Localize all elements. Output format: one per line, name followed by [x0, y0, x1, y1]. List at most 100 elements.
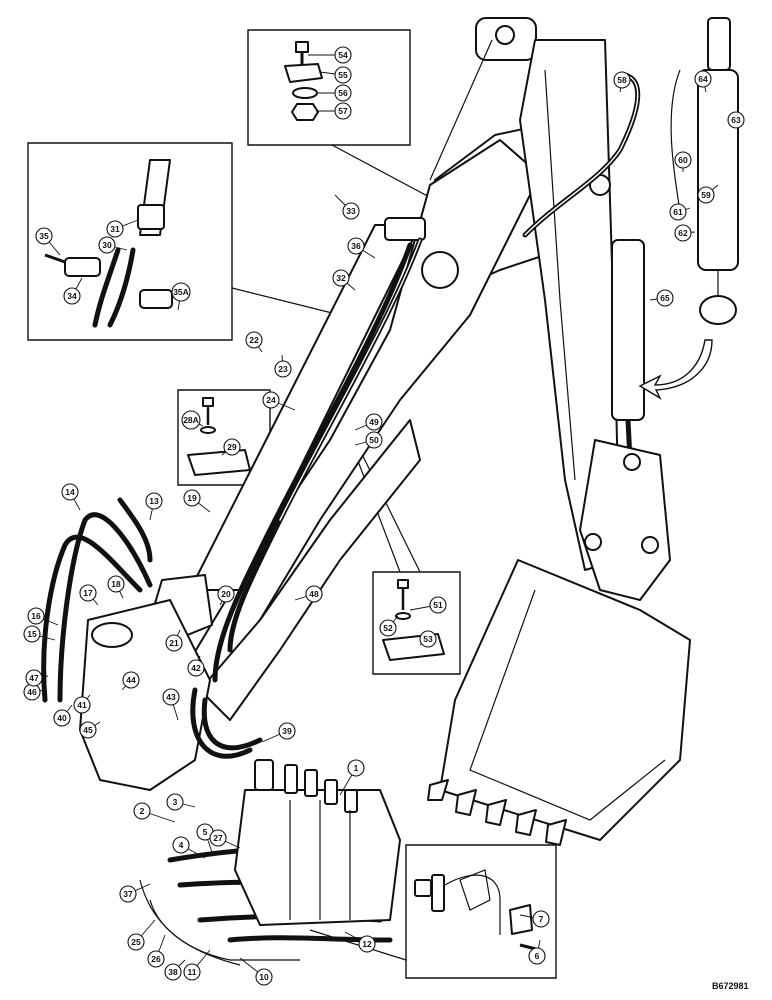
callout-bubble: [53, 709, 71, 727]
callout-label: 30: [102, 240, 112, 250]
callout-27: 27: [209, 829, 241, 849]
callout-label: 49: [369, 417, 379, 427]
callout-label: 46: [27, 687, 37, 697]
callout-bubble: [187, 659, 205, 677]
callout-bubble: [365, 431, 383, 449]
callout-label: 11: [188, 967, 197, 977]
callout-12: 12: [344, 931, 376, 953]
inset-clamp-28a-parts: [187, 397, 251, 476]
callout-label: 64: [698, 74, 708, 84]
callout-label: 2: [140, 806, 145, 816]
callout-bubble: [127, 933, 145, 951]
callout-label: 35: [39, 231, 49, 241]
callout-bubble: [183, 489, 201, 507]
dipper-stick: [519, 39, 621, 571]
callout-label: 44: [126, 675, 136, 685]
callout-25: 25: [127, 919, 156, 951]
callout-bubble: [419, 630, 437, 648]
inset-leader-bolt-clamp: [331, 144, 436, 201]
callout-bubble: [613, 71, 631, 89]
callout-label: 52: [383, 623, 393, 633]
callout-label: 22: [249, 335, 259, 345]
callout-35: 35: [35, 227, 61, 256]
callout-63: 63: [727, 111, 745, 129]
callout-bubble: [181, 410, 201, 430]
callout-bubble: [342, 202, 360, 220]
callout-bubble: [119, 885, 137, 903]
callout-52: 52: [379, 615, 399, 637]
boom-top-link-edge: [429, 39, 493, 181]
inset-box-hose-fittings: [27, 142, 233, 341]
callout-bubble: [147, 950, 165, 968]
callout-bubble: [106, 220, 124, 238]
callout-bubble: [107, 575, 125, 593]
callout-label: 6: [535, 951, 540, 961]
callout-label: 47: [29, 673, 39, 683]
callout-bubble: [255, 968, 273, 986]
callout-39: 39: [261, 722, 296, 743]
callout-label: 63: [731, 115, 741, 125]
callout-20: 20: [217, 585, 235, 606]
callout-bubble: [379, 619, 397, 637]
callout-bubble: [347, 759, 365, 777]
callout-label: 55: [338, 70, 348, 80]
callout-bubble: [133, 802, 151, 820]
callout-2: 2: [133, 802, 176, 823]
callout-bubble: [528, 947, 546, 965]
callout-bubble: [334, 46, 352, 64]
callout-56: 56: [317, 84, 352, 102]
callout-43: 43: [162, 688, 180, 721]
hose-set-boom: [190, 237, 423, 759]
callout-33: 33: [334, 194, 360, 220]
callout-bubble: [278, 722, 296, 740]
callout-28a: 28A: [181, 410, 204, 430]
callout-3: 3: [166, 793, 196, 811]
callout-label: 58: [617, 75, 627, 85]
callout-bubble: [262, 391, 280, 409]
callout-bubble: [305, 585, 323, 603]
callout-label: 27: [213, 833, 223, 843]
callout-label: 37: [123, 889, 133, 899]
bucket: [439, 559, 691, 841]
callout-4: 4: [172, 836, 206, 859]
callout-bubble: [223, 438, 241, 456]
callout-label: 3: [173, 797, 178, 807]
callout-57: 57: [316, 102, 352, 120]
callout-label: 5: [203, 827, 208, 837]
callout-7: 7: [519, 910, 550, 928]
callout-label: 23: [278, 364, 288, 374]
bucket-linkage-pin-1: [623, 453, 641, 471]
callout-bubble: [532, 910, 550, 928]
callout-44: 44: [121, 671, 140, 691]
bucket-linkage-pin-2: [584, 533, 602, 551]
callout-label: 26: [151, 954, 161, 964]
callout-38: 38: [164, 959, 186, 981]
callout-label: 61: [673, 207, 683, 217]
callout-label: 14: [65, 487, 75, 497]
inset-bolt-clamp-parts: [284, 41, 323, 121]
callout-bubble: [334, 102, 352, 120]
callout-bubble: [334, 84, 352, 102]
cylinder-detail: [670, 17, 739, 325]
callout-1: 1: [339, 759, 365, 796]
callout-bubble: [79, 721, 97, 739]
callout-26: 26: [147, 934, 166, 968]
callout-label: 34: [67, 291, 77, 301]
callout-label: 7: [539, 914, 544, 924]
callout-61: 61: [669, 203, 691, 221]
callout-62: 62: [674, 224, 696, 242]
callout-label: 51: [433, 600, 443, 610]
callout-13: 13: [145, 492, 163, 521]
callout-label: 18: [111, 579, 121, 589]
callout-label: 59: [701, 190, 711, 200]
callout-50: 50: [354, 431, 383, 449]
callout-49: 49: [354, 413, 383, 431]
callout-label: 21: [169, 638, 179, 648]
callout-5: 5: [196, 823, 214, 856]
callout-bubble: [172, 836, 190, 854]
callout-21: 21: [165, 629, 183, 652]
callout-60: 60: [674, 151, 692, 172]
callout-45: 45: [79, 721, 101, 739]
callout-59: 59: [697, 184, 719, 204]
callout-bubble: [674, 151, 692, 169]
